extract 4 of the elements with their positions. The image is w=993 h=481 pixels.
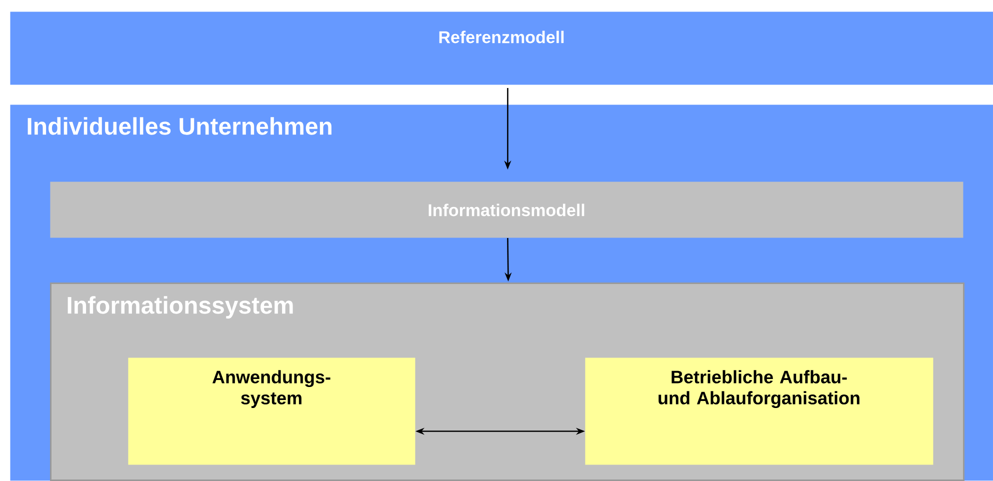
banner-box: Referenzmodell: [10, 12, 993, 85]
process-box: Informationsmodell: [50, 182, 964, 238]
process-box: Betriebliche Aufbau- und Ablauforganisation: [585, 358, 934, 465]
process-box: Anwendungs- system: [128, 358, 416, 465]
